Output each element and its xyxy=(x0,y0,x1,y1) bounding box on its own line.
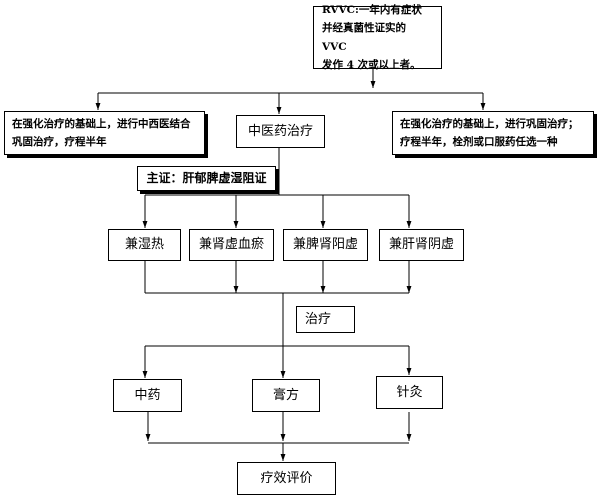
spleen-kidney-yang-deficiency-text: 兼脾肾阳虚 xyxy=(292,237,358,253)
tcm-treatment-box: 中医药治疗 xyxy=(236,115,325,148)
rvvc-definition-text: RVVC:一年内有症状 并经真菌性证实的 VVC 发作 4 次或以上者。 xyxy=(322,3,422,71)
kidney-deficiency-blood-stasis-text: 兼肾虚血瘀 xyxy=(198,237,264,253)
liver-kidney-yin-deficiency-text: 兼肝肾阴虚 xyxy=(388,237,454,253)
consolidation-therapy-box: 在强化治疗的基础上，进行巩固治疗； 疗程半年，栓剂或口服药任选一种 xyxy=(392,111,594,155)
herbal-paste-text: 膏方 xyxy=(272,387,299,403)
liver-kidney-yin-deficiency-box: 兼肝肾阴虚 xyxy=(379,229,464,261)
main-syndrome-text: 主证：肝郁脾虚湿阻证 xyxy=(146,171,267,185)
herbal-paste-box: 膏方 xyxy=(252,379,320,412)
consolidation-therapy-text: 在强化治疗的基础上，进行巩固治疗； 疗程半年，栓剂或口服药任选一种 xyxy=(400,117,579,148)
western-chinese-consolidation-box: 在强化治疗的基础上，进行中西医结合 巩固治疗，疗程半年 xyxy=(4,111,205,155)
acupuncture-box: 针灸 xyxy=(376,376,443,409)
spleen-kidney-yang-deficiency-box: 兼脾肾阳虚 xyxy=(283,229,368,261)
treatment-text: 治疗 xyxy=(305,311,332,327)
kidney-deficiency-blood-stasis-box: 兼肾虚血瘀 xyxy=(189,229,274,261)
tcm-treatment-text: 中医药治疗 xyxy=(247,123,313,139)
damp-heat-text: 兼湿热 xyxy=(124,237,164,253)
efficacy-evaluation-box: 疗效评价 xyxy=(237,462,336,495)
damp-heat-box: 兼湿热 xyxy=(108,229,181,261)
chinese-medicine-text: 中药 xyxy=(134,387,161,403)
efficacy-evaluation-text: 疗效评价 xyxy=(260,470,313,486)
treatment-box: 治疗 xyxy=(296,306,355,333)
rvvc-definition-box: RVVC:一年内有症状 并经真菌性证实的 VVC 发作 4 次或以上者。 xyxy=(313,4,442,71)
main-syndrome-box: 主证：肝郁脾虚湿阻证 xyxy=(137,166,276,191)
western-chinese-consolidation-text: 在强化治疗的基础上，进行中西医结合 巩固治疗，疗程半年 xyxy=(12,117,191,148)
acupuncture-text: 针灸 xyxy=(396,384,423,400)
chinese-medicine-box: 中药 xyxy=(113,379,182,412)
